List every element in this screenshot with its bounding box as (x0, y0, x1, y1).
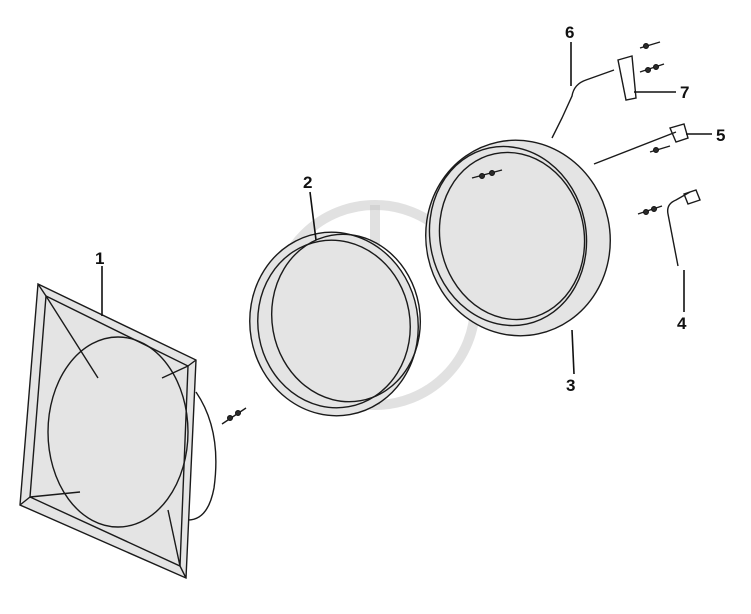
leader-lines (101, 42, 712, 375)
part-3-bolt (471, 169, 503, 179)
callout-6: 6 (565, 23, 574, 42)
callout-7: 7 (680, 83, 689, 102)
callout-2: 2 (303, 173, 312, 192)
part-6-tube (551, 69, 615, 139)
leader-2 (309, 191, 317, 241)
callout-labels: 1 2 3 4 5 6 7 (95, 23, 725, 395)
part-5-rod (593, 123, 689, 165)
part-7-bracket (617, 41, 665, 101)
callout-3: 3 (566, 376, 575, 395)
part-1-bolt (221, 407, 247, 425)
part-4-bracket-tube (637, 189, 701, 267)
callout-4: 4 (677, 314, 687, 333)
callout-1: 1 (95, 249, 104, 268)
part-1-fan-shroud (19, 282, 247, 580)
part-2-ring (249, 231, 422, 417)
part-3-shroud-ring (425, 139, 611, 337)
callout-5: 5 (716, 126, 725, 145)
leader-3 (571, 329, 575, 375)
